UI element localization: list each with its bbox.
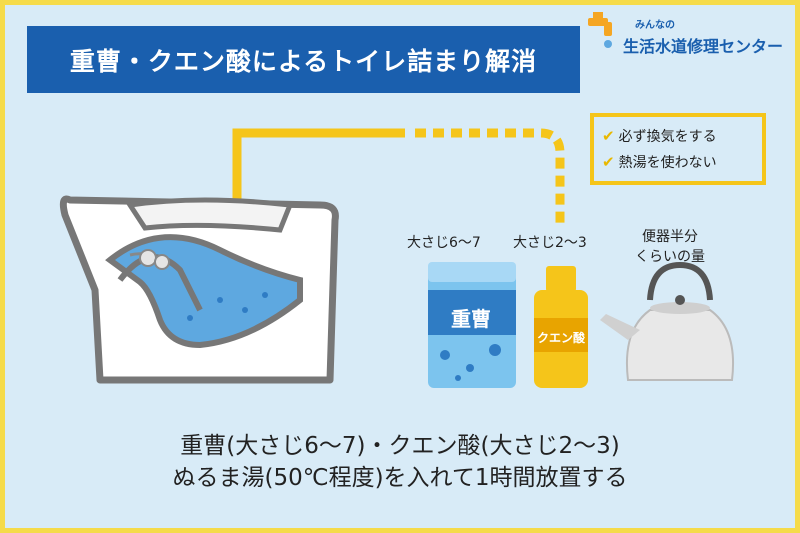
citric-acid-bottle	[534, 266, 588, 388]
kettle-illustration	[600, 261, 734, 381]
faucet-logo-icon	[588, 12, 612, 48]
logo-name: 生活水道修理センター	[623, 37, 784, 56]
page-title: 重曹・クエン酸によるトイレ詰まり解消	[27, 26, 580, 93]
tip-text: 必ず換気をする	[618, 129, 717, 145]
tip-item: ✔ 熱湯を使わない	[602, 149, 754, 175]
tip-text: 熱湯を使わない	[618, 155, 717, 171]
hot-water-amount-line2: くらいの量	[635, 249, 705, 265]
logo-subtitle: みんなの	[635, 20, 675, 31]
toilet-illustration	[59, 195, 339, 384]
citric-acid-amount: 大さじ2～3	[513, 235, 587, 251]
baking-soda-package	[428, 262, 516, 388]
baking-soda-label: 重曹	[451, 307, 491, 331]
check-icon: ✔	[602, 153, 615, 171]
hot-water-amount-line1: 便器半分	[642, 229, 698, 245]
tip-item: ✔ 必ず換気をする	[602, 123, 754, 149]
arrow-dotted-line	[415, 128, 565, 228]
brand-logo: みんなの 生活水道修理センター	[585, 10, 790, 70]
check-icon: ✔	[602, 127, 615, 145]
tips-box: ✔ 必ず換気をする ✔ 熱湯を使わない	[590, 113, 766, 185]
caption-line-2: ぬるま湯(50℃程度)を入れて1時間放置する	[172, 465, 628, 491]
baking-soda-amount: 大さじ6～7	[407, 235, 481, 251]
citric-acid-label: クエン酸	[536, 331, 585, 345]
caption-line-1: 重曹(大さじ6～7)・クエン酸(大さじ2～3)	[180, 433, 620, 459]
